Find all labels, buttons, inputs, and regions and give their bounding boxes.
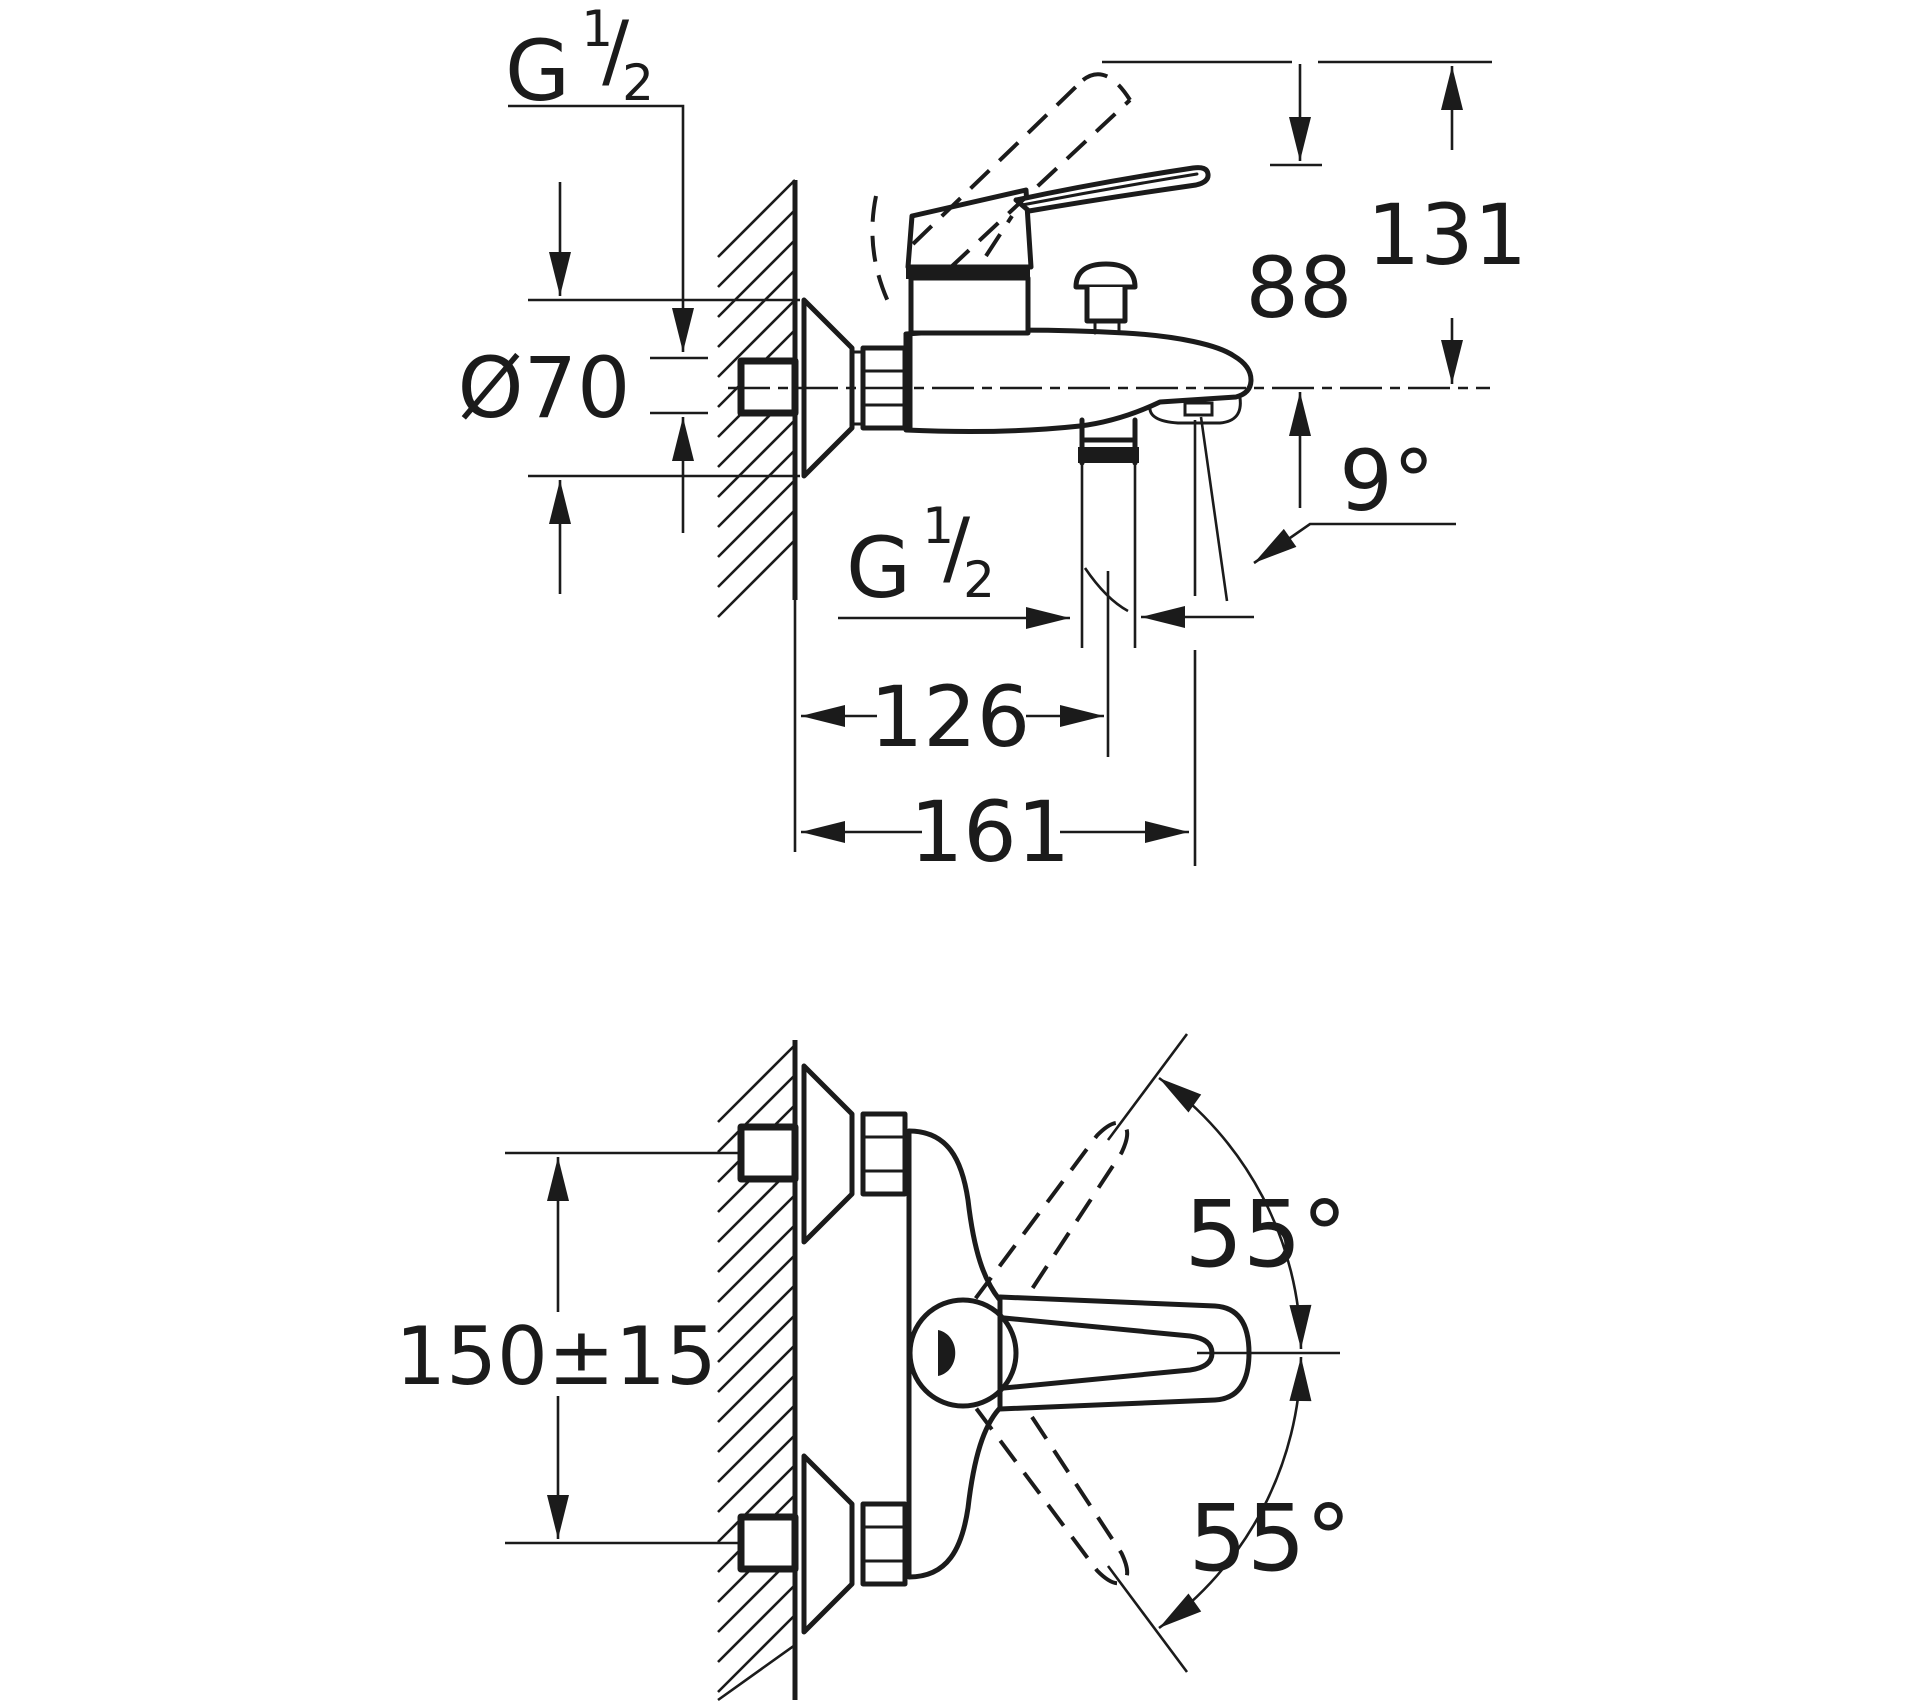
spout-projection-text: 161 — [910, 783, 1070, 881]
flange-diameter-text: Ø70 — [457, 339, 630, 437]
handle-pivot-circle — [907, 1297, 1019, 1409]
hex-nut-facets — [861, 369, 907, 407]
lower-hex-nut — [860, 1501, 908, 1587]
bottom-view-plan: 150±15 55° 55° — [395, 1033, 1352, 1702]
spout-angle-text: 9° — [1339, 432, 1434, 530]
upper-nipple — [737, 1123, 799, 1183]
shower-projection-text: 126 — [870, 668, 1030, 766]
dimension-flange-diameter: Ø70 — [457, 182, 800, 594]
top-view-side-elevation: G 1 / 2 Ø70 88 131 — [457, 0, 1527, 881]
handle-dashed-raised — [870, 72, 1132, 311]
dimension-spout-angle: 9° — [1083, 416, 1456, 866]
dimension-handle-swing: 55° 55° — [1106, 1033, 1352, 1673]
lower-nipple — [737, 1513, 799, 1573]
dimension-shower-projection: 126 — [801, 465, 1137, 766]
dimension-outlet-thread: G 1 / 2 — [838, 497, 1070, 629]
swing-down-text: 55° — [1188, 1485, 1351, 1592]
handle-dashed-down — [974, 1382, 1130, 1586]
dimension-heights: 88 131 — [1102, 60, 1527, 508]
handle-cap — [905, 187, 1034, 270]
cartridge-block — [908, 275, 1031, 336]
upper-hex-nut — [860, 1111, 908, 1197]
body-outline — [903, 327, 1254, 434]
handle-lever-inner-line — [1020, 172, 1199, 207]
dimension-spout-projection: 161 — [801, 783, 1189, 881]
outlet-thread-label: G 1 / 2 — [846, 497, 995, 617]
body-lower-wing — [906, 1406, 1002, 1580]
dimension-supply-thread: G 1 / 2 — [505, 0, 694, 352]
lower-connection — [737, 1453, 908, 1635]
shower-outlet — [1078, 417, 1139, 466]
hole-distance-text: 150±15 — [395, 1310, 717, 1403]
spout-outlet — [1148, 396, 1242, 425]
handle-drop-text: 88 — [1246, 239, 1353, 337]
dimension-nipple-callout — [650, 356, 708, 533]
handle-pivot-mark — [938, 1330, 956, 1376]
lower-escutcheon — [801, 1453, 855, 1635]
upper-connection — [737, 1063, 908, 1245]
handle-dashed-up — [974, 1120, 1130, 1324]
upper-escutcheon — [801, 1063, 855, 1245]
supply-thread-label: G 1 / 2 — [505, 0, 654, 120]
diverter-knob — [1073, 261, 1138, 335]
swing-up-text: 55° — [1184, 1181, 1347, 1288]
dimension-hole-distance: 150±15 — [395, 1151, 738, 1545]
faucet-body — [870, 72, 1254, 466]
wall — [717, 179, 798, 852]
total-height-text: 131 — [1367, 186, 1527, 284]
cap-band — [906, 267, 1030, 279]
body-upper-wing — [906, 1128, 1002, 1302]
